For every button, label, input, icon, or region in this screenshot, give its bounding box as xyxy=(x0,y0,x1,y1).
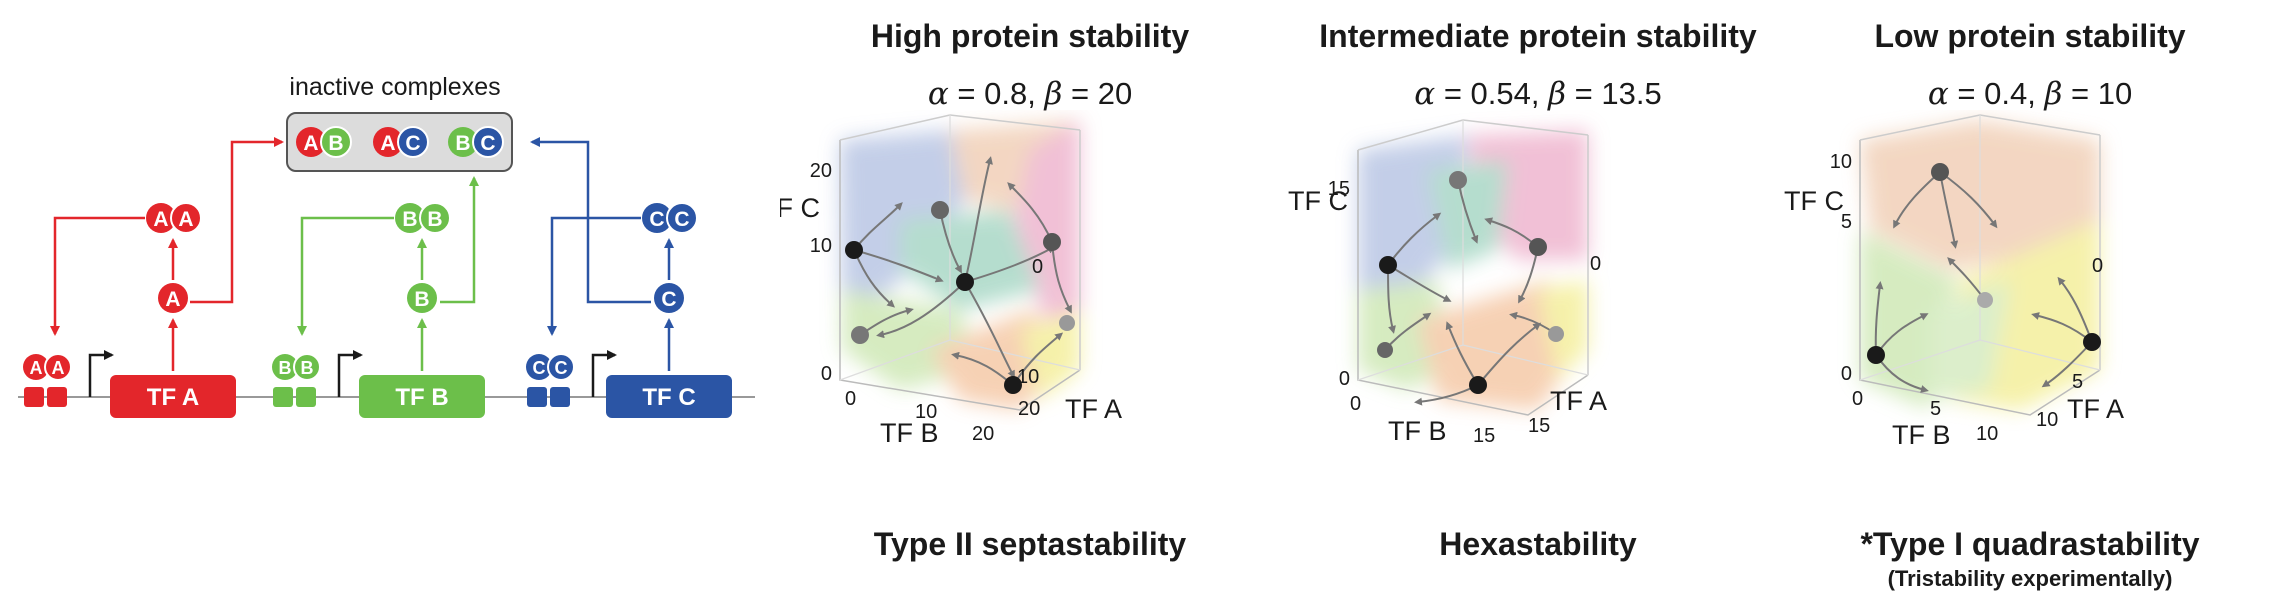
svg-text:B: B xyxy=(301,358,314,378)
axis-tf-c: TF C xyxy=(780,193,820,223)
panel-title: High protein stability xyxy=(870,18,1190,54)
svg-text:0: 0 xyxy=(1590,253,1601,275)
gene-b: B B TF B B B B xyxy=(272,176,485,418)
complex-bc: B C xyxy=(448,126,504,158)
panel-params: α = 0.4, β = 10 xyxy=(1927,76,2133,112)
svg-text:5: 5 xyxy=(2072,371,2083,393)
axis-tf-a: TF A xyxy=(1065,394,1122,424)
complex-ab: A B xyxy=(296,126,352,158)
svg-text:10: 10 xyxy=(810,235,832,257)
svg-text:B: B xyxy=(328,132,343,155)
svg-text:A: A xyxy=(153,208,168,231)
gene-c: C C TF C C C C xyxy=(526,137,732,418)
svg-text:10: 10 xyxy=(1976,423,1998,445)
svg-text:A: A xyxy=(178,208,193,231)
svg-text:5: 5 xyxy=(1930,398,1941,420)
svg-text:C: C xyxy=(480,132,495,155)
svg-text:B: B xyxy=(427,208,442,231)
svg-text:0: 0 xyxy=(1339,368,1350,390)
svg-text:0: 0 xyxy=(821,363,832,385)
svg-text:10: 10 xyxy=(1830,151,1852,173)
svg-text:10: 10 xyxy=(2036,409,2058,431)
gene-b-label: TF B xyxy=(395,384,448,411)
gene-a-label: TF A xyxy=(147,384,199,411)
complex-ac: A C xyxy=(373,126,429,158)
panel-params: α = 0.8, β = 20 xyxy=(927,76,1133,112)
gene-a: A A TF A A A A xyxy=(23,137,284,418)
panel-high-stability: High protein stability α = 0.8, β = 20 xyxy=(780,0,1280,608)
panel-title: Low protein stability xyxy=(1874,18,2186,54)
svg-text:C: C xyxy=(661,288,676,311)
axis-tf-b: TF B xyxy=(1388,416,1447,446)
svg-text:B: B xyxy=(279,358,292,378)
axis-tf-b: TF B xyxy=(1892,420,1951,450)
axis-tf-b: TF B xyxy=(880,418,939,448)
svg-text:B: B xyxy=(455,132,470,155)
svg-text:15: 15 xyxy=(1473,425,1495,447)
svg-text:B: B xyxy=(402,208,417,231)
svg-text:0: 0 xyxy=(1350,393,1361,415)
stability-type: Hexastability xyxy=(1439,526,1637,562)
svg-text:B: B xyxy=(414,288,429,311)
axis-tf-a: TF A xyxy=(2067,394,2124,424)
stability-type: Type II septastability xyxy=(873,526,1187,562)
svg-text:A: A xyxy=(303,132,318,155)
stability-note: (Tristability experimentally) xyxy=(1887,566,2173,591)
svg-text:C: C xyxy=(555,358,568,378)
svg-text:A: A xyxy=(52,358,65,378)
phase-cube: TF C 10 5 0 0 5 10 TF B 0 5 10 TF A xyxy=(1784,114,2124,450)
svg-text:0: 0 xyxy=(2092,255,2103,277)
svg-text:C: C xyxy=(533,358,546,378)
svg-text:0: 0 xyxy=(1841,363,1852,385)
stability-type: *Type I quadrastability xyxy=(1860,526,2200,562)
svg-text:20: 20 xyxy=(1018,398,1040,420)
gene-c-label: TF C xyxy=(642,384,695,411)
svg-text:C: C xyxy=(674,208,689,231)
svg-text:10: 10 xyxy=(915,401,937,423)
axis-tf-c: TF C xyxy=(1784,186,1844,216)
panel-low-stability: Low protein stability α = 0.4, β = 10 xyxy=(1780,0,2280,608)
panel-params: α = 0.54, β = 13.5 xyxy=(1414,76,1662,112)
svg-text:20: 20 xyxy=(810,160,832,182)
svg-text:A: A xyxy=(165,288,180,311)
panel-title: Intermediate protein stability xyxy=(1319,18,1757,54)
svg-text:20: 20 xyxy=(972,423,994,445)
axis-tf-a: TF A xyxy=(1550,386,1607,416)
svg-text:10: 10 xyxy=(1017,366,1039,388)
panel-intermediate-stability: Intermediate protein stability α = 0.54,… xyxy=(1288,0,1788,608)
network-diagram: inactive complexes A B A C B C A xyxy=(18,73,755,418)
svg-text:C: C xyxy=(649,208,664,231)
svg-text:0: 0 xyxy=(845,388,856,410)
svg-text:5: 5 xyxy=(1841,211,1852,233)
svg-text:0: 0 xyxy=(1852,388,1863,410)
inactive-complexes-label: inactive complexes xyxy=(289,73,500,101)
phase-cube: TF C 20 10 0 0 10 20 TF B 0 10 20 TF A xyxy=(780,114,1122,448)
svg-text:0: 0 xyxy=(1032,256,1043,278)
axis-tf-c: TF C xyxy=(1288,186,1348,216)
svg-text:C: C xyxy=(405,132,420,155)
svg-text:15: 15 xyxy=(1328,178,1350,200)
phase-cube: TF C 15 0 0 15 TF B 0 15 TF A xyxy=(1288,119,1607,447)
svg-text:A: A xyxy=(380,132,395,155)
svg-text:A: A xyxy=(30,358,43,378)
svg-text:15: 15 xyxy=(1528,415,1550,437)
